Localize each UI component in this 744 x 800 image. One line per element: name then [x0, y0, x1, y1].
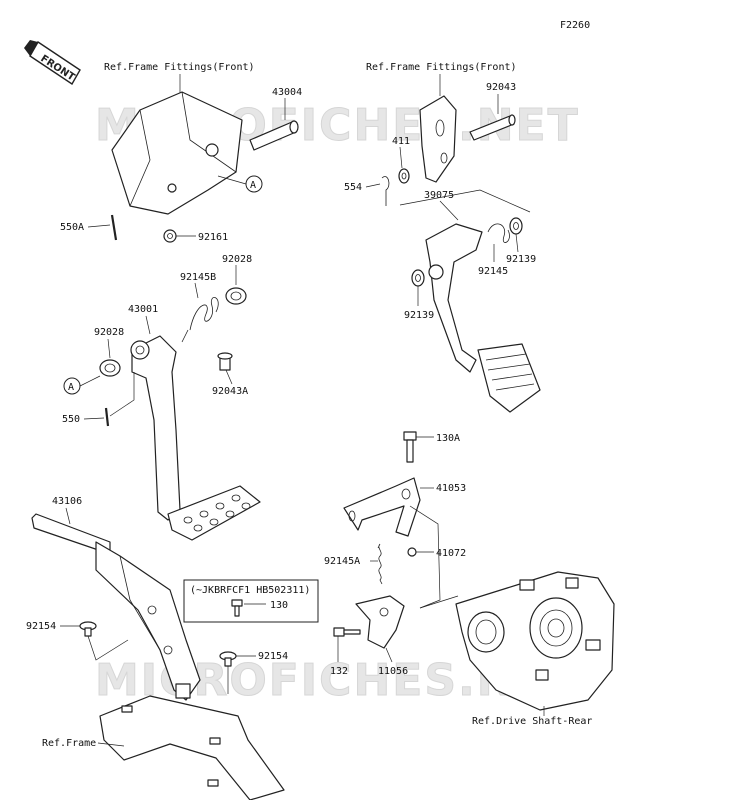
label-92043: 92043	[486, 82, 516, 93]
pin-43004	[249, 120, 299, 151]
note-text: (~JKBRFCF1 HB502311)	[190, 585, 310, 596]
label-ref-frame-fittings-front-right: Ref.Frame Fittings(Front)	[366, 62, 517, 73]
clip-554	[381, 176, 390, 206]
label-92139-left: 92139	[404, 310, 434, 321]
note-box: (~JKBRFCF1 HB502311) 130	[183, 579, 319, 623]
figure-code: F2260	[560, 20, 590, 31]
svg-text:A: A	[68, 382, 74, 393]
brake-pedal-43001	[130, 335, 261, 541]
bracket-11056	[355, 595, 405, 649]
spring-92145B	[181, 297, 219, 343]
callout-a-left: A	[63, 375, 101, 395]
label-ref-drive-shaft-rear: Ref.Drive Shaft-Rear	[472, 716, 592, 727]
spring-92145A	[377, 543, 383, 585]
front-arrow-icon: FRONT	[24, 40, 81, 85]
label-554: 554	[344, 182, 362, 193]
label-43106: 43106	[52, 496, 82, 507]
pin-550	[104, 407, 110, 427]
label-92154-right: 92154	[258, 651, 288, 662]
bushing-92028-top	[225, 287, 247, 305]
label-43004: 43004	[272, 87, 302, 98]
label-92145A: 92145A	[324, 556, 360, 567]
bushing-92139-left	[411, 269, 425, 287]
bracket-41053	[343, 477, 421, 537]
label-92145B: 92145B	[180, 272, 216, 283]
label-11056: 11056	[378, 666, 408, 677]
screw-92154-left	[79, 621, 97, 637]
label-92139-right: 92139	[506, 254, 536, 265]
callout-a-top: A	[217, 175, 263, 193]
label-92028-left: 92028	[94, 327, 124, 338]
label-41053: 41053	[436, 483, 466, 494]
pin-92043	[469, 114, 516, 141]
label-550: 550	[62, 414, 80, 425]
bolt-130	[231, 599, 243, 617]
bolt-132	[333, 627, 361, 637]
label-43001: 43001	[128, 304, 158, 315]
drive-shaft-housing	[455, 571, 615, 711]
label-92145: 92145	[478, 266, 508, 277]
bushing-92139-right	[509, 217, 523, 235]
pin-550A	[110, 214, 118, 241]
label-130A: 130A	[436, 433, 460, 444]
label-92154-left: 92154	[26, 621, 56, 632]
label-92043A: 92043A	[212, 386, 248, 397]
spring-92145	[487, 223, 510, 243]
frame-rail	[99, 695, 285, 800]
label-ref-frame: Ref.Frame	[42, 738, 96, 749]
bolt-130A	[403, 431, 417, 463]
label-92028-top: 92028	[222, 254, 252, 265]
label-41072: 41072	[436, 548, 466, 559]
label-39075: 39075	[424, 190, 454, 201]
parking-brake-lever-43106	[31, 513, 201, 701]
pin-92043A	[217, 352, 233, 371]
screw-92154-right	[219, 651, 237, 667]
svg-text:A: A	[250, 180, 256, 191]
nut-92161	[163, 229, 177, 243]
label-550A: 550A	[60, 222, 84, 233]
washer-411	[398, 168, 410, 184]
label-92161: 92161	[198, 232, 228, 243]
nut-41072	[407, 547, 417, 557]
label-411: 411	[392, 136, 410, 147]
label-ref-frame-fittings-front-left: Ref.Frame Fittings(Front)	[104, 62, 255, 73]
label-132: 132	[330, 666, 348, 677]
accel-bracket	[419, 95, 457, 183]
bracket-part	[111, 91, 243, 215]
accelerator-pedal-39075	[425, 223, 541, 413]
bushing-92028-left	[99, 359, 121, 377]
label-130: 130	[270, 600, 288, 611]
